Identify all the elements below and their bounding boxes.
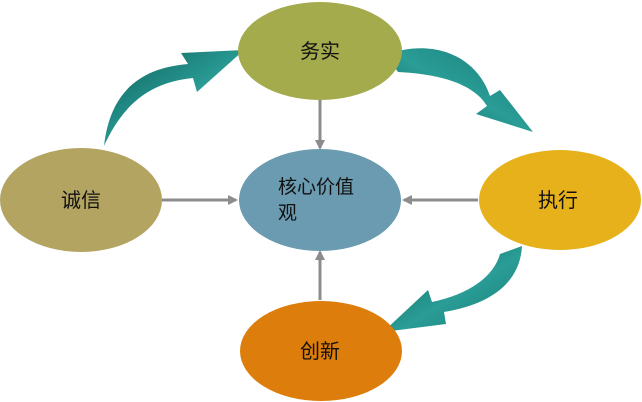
node-left-label: 诚信 xyxy=(61,188,101,212)
node-center-label-line2: 观 xyxy=(278,202,297,224)
node-bottom-shape xyxy=(240,301,402,401)
node-right-shape xyxy=(479,150,641,250)
node-right: 执行 xyxy=(479,150,641,250)
straight-arrows xyxy=(162,100,478,300)
node-left: 诚信 xyxy=(0,148,162,252)
curved-arrow-left-to-top xyxy=(104,50,244,146)
node-bottom: 创新 xyxy=(240,301,402,401)
curved-arrow-right-to-bottom xyxy=(383,246,522,332)
node-bottom-label: 创新 xyxy=(300,339,340,363)
node-top-label: 务实 xyxy=(300,39,340,63)
node-right-label: 执行 xyxy=(538,188,578,212)
curved-arrows xyxy=(104,48,533,332)
node-left-shape xyxy=(0,148,162,252)
curved-arrow-top-to-right xyxy=(386,48,533,132)
node-center-label-line1: 核心价值 xyxy=(278,176,354,198)
node-center-shape xyxy=(239,149,401,251)
node-top: 务实 xyxy=(238,2,402,100)
node-center: 核心价值 观 xyxy=(239,149,401,251)
node-top-shape xyxy=(238,2,402,100)
